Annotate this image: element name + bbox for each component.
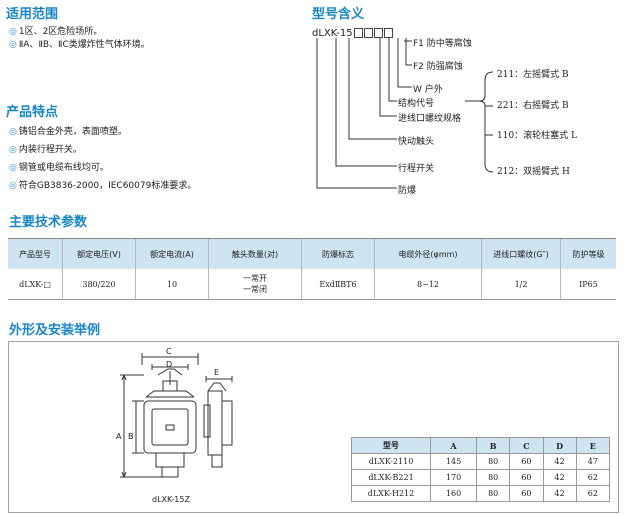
- th: 额定电压(V): [62, 239, 136, 269]
- table-row: dLXK-B221 170 80 60 42 62: [351, 469, 611, 486]
- label-f2: F2 防强腐蚀: [413, 62, 463, 72]
- feature-item: ◎内装行程开关。: [9, 145, 82, 155]
- th: C: [509, 437, 544, 454]
- drawing-label: dLXK-15Z: [152, 495, 190, 504]
- label-inlet: 进线口螺纹规格: [398, 114, 462, 124]
- td-voltage: 380/220: [62, 269, 136, 300]
- code-box: [383, 28, 393, 38]
- scope-item: ◎ⅡA、ⅡB、ⅡC类爆炸性气体环境。: [9, 40, 150, 50]
- td: 80: [476, 485, 511, 502]
- table-row: dLXK-2110 145 80 60 42 47: [351, 453, 611, 470]
- dim-letter-b: B: [128, 432, 134, 441]
- struct-item: 212：双摇臂式 H: [497, 167, 570, 177]
- th: 防爆标志: [301, 239, 375, 269]
- tech-header-row: 产品型号 额定电压(V) 额定电流(A) 触头数量(对) 防爆标志 电缆外径(φ…: [8, 239, 616, 269]
- td-contacts: 一常开一常闭: [208, 269, 302, 300]
- td-model: dLXK-□: [8, 269, 63, 300]
- td: 42: [542, 453, 577, 470]
- label-switch: 行程开关: [398, 164, 435, 174]
- model-title: 型号含义: [312, 7, 365, 22]
- td: 62: [575, 485, 611, 502]
- label-w: W 户外: [413, 85, 443, 95]
- td: 42: [542, 485, 577, 502]
- th: D: [542, 437, 577, 454]
- th: 产品型号: [8, 239, 63, 269]
- dim-letter-a: A: [116, 432, 122, 441]
- model-tree-lines: [316, 38, 412, 189]
- table-row: dLXK-H212 160 80 60 42 62: [351, 485, 611, 502]
- install-title: 外形及安装举例: [9, 323, 101, 338]
- install-frame: [8, 341, 619, 513]
- code-box: [363, 28, 373, 38]
- td: 170: [429, 469, 478, 486]
- td-current: 10: [135, 269, 209, 300]
- tech-table: 产品型号 额定电压(V) 额定电流(A) 触头数量(对) 防爆标志 电缆外径(φ…: [8, 239, 616, 300]
- features-title: 产品特点: [6, 105, 59, 120]
- dim-letter-c: C: [166, 347, 172, 356]
- dims-header-row: 型号 A B C D E: [351, 437, 611, 454]
- model-code: dLXK-15: [312, 28, 393, 39]
- td: 60: [509, 485, 544, 502]
- feature-item: ◎铸铝合金外壳，表面喷塑。: [9, 127, 127, 137]
- td: 80: [476, 469, 511, 486]
- th: A: [429, 437, 478, 454]
- dim-letter-d: D: [166, 360, 173, 369]
- td: 80: [476, 453, 511, 470]
- td: 60: [509, 469, 544, 486]
- td: 62: [575, 469, 611, 486]
- code-box: [373, 28, 383, 38]
- td-ex-mark: ExdⅡBT6: [301, 269, 375, 300]
- td: 42: [542, 469, 577, 486]
- scope-title: 适用范围: [6, 7, 59, 22]
- drawing-svg: [120, 353, 233, 478]
- tech-title: 主要技术参数: [9, 215, 88, 230]
- td-cable: 8~12: [374, 269, 482, 300]
- th: 型号: [351, 437, 431, 454]
- struct-item: 110：滚轮柱塞式 L: [497, 131, 578, 141]
- td: 145: [429, 453, 478, 470]
- feature-item: ◎符合GB3836-2000，IEC60079标准要求。: [9, 181, 197, 191]
- td: dLXK-B221: [351, 469, 431, 486]
- th: B: [476, 437, 511, 454]
- dims-table: 型号 A B C D E dLXK-2110 145 80 60 42 47 d…: [351, 437, 611, 502]
- label-explosion: 防爆: [398, 186, 417, 196]
- th: 电缆外径(φmm): [374, 239, 482, 269]
- th: 触头数量(对): [208, 239, 302, 269]
- tech-table-wrap: 产品型号 额定电压(V) 额定电流(A) 触头数量(对) 防爆标志 电缆外径(φ…: [8, 238, 616, 300]
- td: 47: [575, 453, 611, 470]
- label-f1: F1 防中等腐蚀: [413, 39, 472, 49]
- td: dLXK-2110: [351, 453, 431, 470]
- struct-item: 221：右摇臂式 B: [497, 101, 569, 111]
- th: E: [575, 437, 611, 454]
- td: 60: [509, 453, 544, 470]
- code-box: [353, 28, 363, 38]
- td-thread: 1/2: [481, 269, 561, 300]
- struct-item: 211：左摇臂式 B: [497, 70, 569, 80]
- label-contact: 快动触头: [398, 137, 435, 147]
- feature-item: ◎钢管或电缆布线均可。: [9, 163, 109, 173]
- td: 160: [429, 485, 478, 502]
- th: 额定电流(A): [135, 239, 209, 269]
- dim-letter-e: E: [214, 368, 220, 377]
- tech-row: dLXK-□ 380/220 10 一常开一常闭 ExdⅡBT6 8~12 1/…: [8, 269, 616, 300]
- td: dLXK-H212: [351, 485, 431, 502]
- td-ip: IP65: [560, 269, 616, 300]
- struct-bracket: [465, 71, 494, 173]
- label-struct: 结构代号: [398, 99, 435, 109]
- th: 防护等级: [560, 239, 616, 269]
- th: 进线口螺纹(G″): [481, 239, 561, 269]
- scope-item: ◎1区、2区危险场所。: [9, 27, 103, 37]
